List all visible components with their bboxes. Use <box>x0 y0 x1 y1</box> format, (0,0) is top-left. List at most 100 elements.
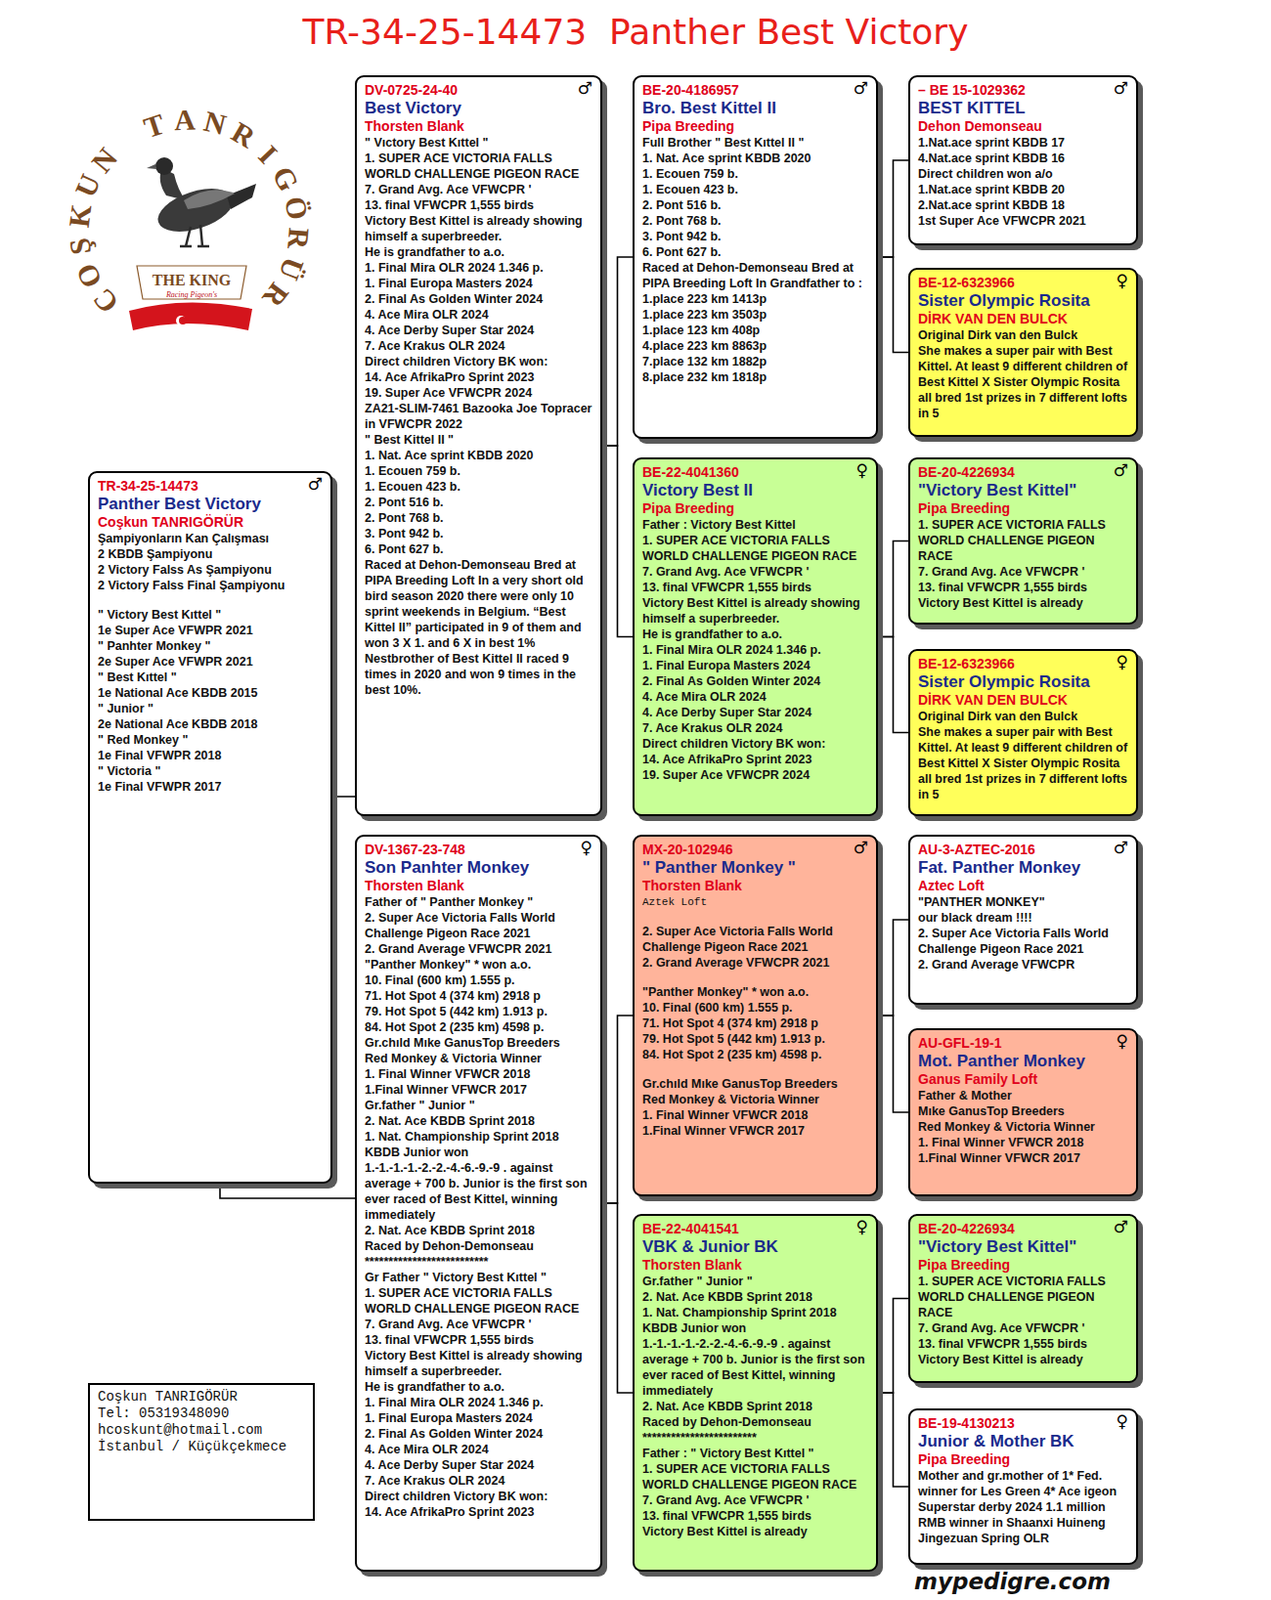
contact-line: Tel: 05319348090 <box>97 1405 306 1423</box>
pedigree-note: Father : Victory Best Kittel <box>642 517 869 533</box>
pedigree-note: Direct children Victory BK won: <box>642 736 869 752</box>
pedigree-note: Red Monkey & Victoria Winner <box>918 1119 1129 1136</box>
pedigree-box: DV-1367-23-748♀Son Panhter MonkeyThorste… <box>354 834 603 1573</box>
pedigree-note: Gr Father " Victory Best Kıttel " <box>364 1270 593 1286</box>
box-content: TR-34-25-14473♂Panther Best VictoryCoşku… <box>89 473 331 799</box>
box-content: – BE 15-1029362♂BEST KITTELDehon Demonse… <box>910 77 1137 233</box>
pedigree-note: 1e Super Ace VFWPR 2021 <box>97 622 323 639</box>
ring-number: BE-19-4130213 <box>918 1414 1129 1433</box>
ring-number: BE-22-4041360 <box>642 463 869 482</box>
pedigree-note: Father of " Panther Monkey " <box>364 894 593 911</box>
pedigree-note: Gr.chıld Mıke GanusTop Breeders <box>364 1035 593 1052</box>
pedigree-note: " Red Monkey " <box>97 732 323 748</box>
ring-number: BE-12-6323966 <box>918 655 1129 673</box>
pedigree-note: Red Monkey & Victoria Winner <box>642 1092 869 1108</box>
pedigree-box: DV-0725-24-40♂Best VictoryThorsten Blank… <box>354 75 603 817</box>
pedigree-note: 7.place 132 km 1882p <box>642 353 869 370</box>
pedigree-note: 84. Hot Spot 2 (235 km) 4598 p. <box>642 1047 869 1063</box>
sex-symbol: ♀ <box>580 838 593 857</box>
sex-symbol: ♀ <box>1116 271 1129 290</box>
pedigree-note: He is grandfather to a.o. <box>364 244 593 261</box>
pedigree-note: 1. SUPER ACE VICTORIA FALLS WORLD CHALLE… <box>918 1273 1129 1321</box>
pedigree-note: 1. Nat. Championship Sprint 2018 <box>642 1305 869 1321</box>
pedigree-note: 4. Ace Derby Super Star 2024 <box>364 322 593 339</box>
logo-letter: T <box>140 108 169 143</box>
pedigree-note: "Panther Monkey" * won a.o. <box>364 957 593 973</box>
pedigree-note: KBDB Junior won 1.-1.-1.-1.-2.-2.-4.-6.-… <box>642 1320 869 1400</box>
pedigree-link <box>219 1183 355 1199</box>
sex-symbol: ♂ <box>853 838 869 857</box>
pedigree-note: Gr.father " Junior " <box>364 1097 593 1114</box>
pedigree-note: 1st Super Ace VFWCPR 2021 <box>918 213 1129 229</box>
pedigree-note: 1. SUPER ACE VICTORIA FALLS WORLD CHALLE… <box>364 150 593 182</box>
logo-letter: A <box>174 105 197 136</box>
pedigree-note: 1.Final Winner VFWCR 2017 <box>364 1082 593 1098</box>
bird-name: "Victory Best Kittel" <box>918 1237 1129 1258</box>
breeder-name: Pipa Breeding <box>918 500 1129 518</box>
pigeon-wing <box>183 189 235 210</box>
pedigree-note: 2. Final As Golden Winter 2024 <box>364 1426 593 1443</box>
pedigree-note: 2 Victory Falss As Şampiyonu <box>97 562 323 578</box>
pedigree-note: 2. Pont 768 b. <box>642 213 869 229</box>
pedigree-link <box>602 257 633 446</box>
box-content: BE-12-6323966♀Sister Olympic RositaDİRK … <box>910 651 1137 807</box>
sex-symbol: ♂ <box>1113 1218 1129 1236</box>
ring-number: TR-34-25-14473 <box>97 477 323 495</box>
pedigree-note: Original Dirk van den Bulck <box>918 327 1129 344</box>
flag-crescent-cut <box>178 316 187 325</box>
logo-letter: C <box>87 283 125 319</box>
pedigree-box: – BE 15-1029362♂BEST KITTELDehon Demonse… <box>908 75 1139 246</box>
pedigree-link <box>877 1393 909 1488</box>
pedigree-note: 7. Grand Avg. Ace VFWCPR ' <box>642 564 869 580</box>
pedigree-note: " Best Kittel II " <box>364 432 593 448</box>
pedigree-note: Raced by Dehon-Demonseau <box>642 1414 869 1431</box>
pedigree-note: 7. Grand Avg. Ace VFWCPR ' <box>918 564 1129 580</box>
logo-letter: R <box>258 278 295 313</box>
chart-title: TR-34-25-14473 Panther Best Victory <box>0 11 1271 52</box>
pedigree-link <box>602 1015 633 1204</box>
pedigree-note: 1. Final Winner VFWCR 2018 <box>918 1135 1129 1151</box>
pedigree-note: 13. final VFWCPR 1,555 birds <box>642 1508 869 1525</box>
logo-letter: R <box>282 226 314 251</box>
logo-subtitle: Racing Pigeon's <box>136 289 247 301</box>
pedigree-note: 79. Hot Spot 5 (442 km) 1.913 p. <box>642 1031 869 1048</box>
pigeon-tail <box>226 183 257 210</box>
pedigree-note: 71. Hot Spot 4 (374 km) 2918 p <box>364 988 593 1005</box>
pedigree-note: 79. Hot Spot 5 (442 km) 1.913 p. <box>364 1004 593 1020</box>
pedigree-note: 1. SUPER ACE VICTORIA FALLS WORLD CHALLE… <box>918 517 1129 565</box>
pedigree-note: 2. Final As Golden Winter 2024 <box>642 673 869 690</box>
pedigree-link <box>602 1203 633 1394</box>
pigeon-legs <box>179 224 210 247</box>
pedigree-note: 1.Final Winner VFWCR 2017 <box>642 1123 869 1140</box>
flag-crescent <box>175 315 186 326</box>
box-content: BE-20-4226934♂"Victory Best Kittel"Pipa … <box>910 459 1137 615</box>
ring-number: BE-20-4226934 <box>918 1220 1129 1238</box>
pedigree-box: MX-20-102946♂" Panther Monkey "Thorsten … <box>632 834 878 1197</box>
box-content: DV-0725-24-40♂Best VictoryThorsten Blank… <box>356 77 601 702</box>
bird-name: Best Victory <box>364 98 593 119</box>
pedigree-note: 14. Ace AfrikaPro Sprint 2023 <box>364 369 593 386</box>
contact-line: İstanbul / Küçükçekmece <box>97 1439 306 1456</box>
ring-number: AU-GFL-19-1 <box>918 1034 1129 1052</box>
ring-number: BE-12-6323966 <box>918 273 1129 292</box>
bird-name: Junior & Mother BK <box>918 1432 1129 1452</box>
pedigree-note: 2. Grand Average VFWCPR 2021 <box>642 955 869 971</box>
pedigree-note: 2e National Ace KBDB 2018 <box>97 716 323 733</box>
pedigree-note: 1. SUPER ACE VICTORIA FALLS WORLD CHALLE… <box>642 532 869 565</box>
pedigree-note: Victory Best Kittel is already showing h… <box>364 1348 593 1380</box>
pedigree-note: 7. Ace Krakus OLR 2024 <box>364 1473 593 1490</box>
bird-name: Bro. Best Kittel II <box>642 98 869 119</box>
breeder-name: DİRK VAN DEN BULCK <box>918 310 1129 328</box>
pedigree-note: Raced at Dehon-Demonseau Bred at PIPA Br… <box>364 557 593 699</box>
pedigree-note: 1. Nat. Ace sprint KBDB 2020 <box>642 150 869 167</box>
pedigree-note: 7. Grand Avg. Ace VFWCPR ' <box>364 181 593 198</box>
breeder-name: Coşkun TANRIGÖRÜR <box>97 514 323 531</box>
pedigree-note: 1. Final Winner VFWCR 2018 <box>642 1107 869 1124</box>
pedigree-note: 2. Super Ace Victoria Falls World Challe… <box>918 925 1129 958</box>
pedigree-note: "PANTHER MONKEY" <box>918 894 1129 911</box>
pedigree-note: 13. final VFWCPR 1,555 birds <box>364 1332 593 1349</box>
pedigree-note: 7. Grand Avg. Ace VFWCPR ' <box>364 1316 593 1333</box>
pedigree-note: " Junior " <box>97 701 323 717</box>
pedigree-note: Gr.father " Junior " <box>642 1273 869 1290</box>
pigeon-head <box>155 157 174 176</box>
